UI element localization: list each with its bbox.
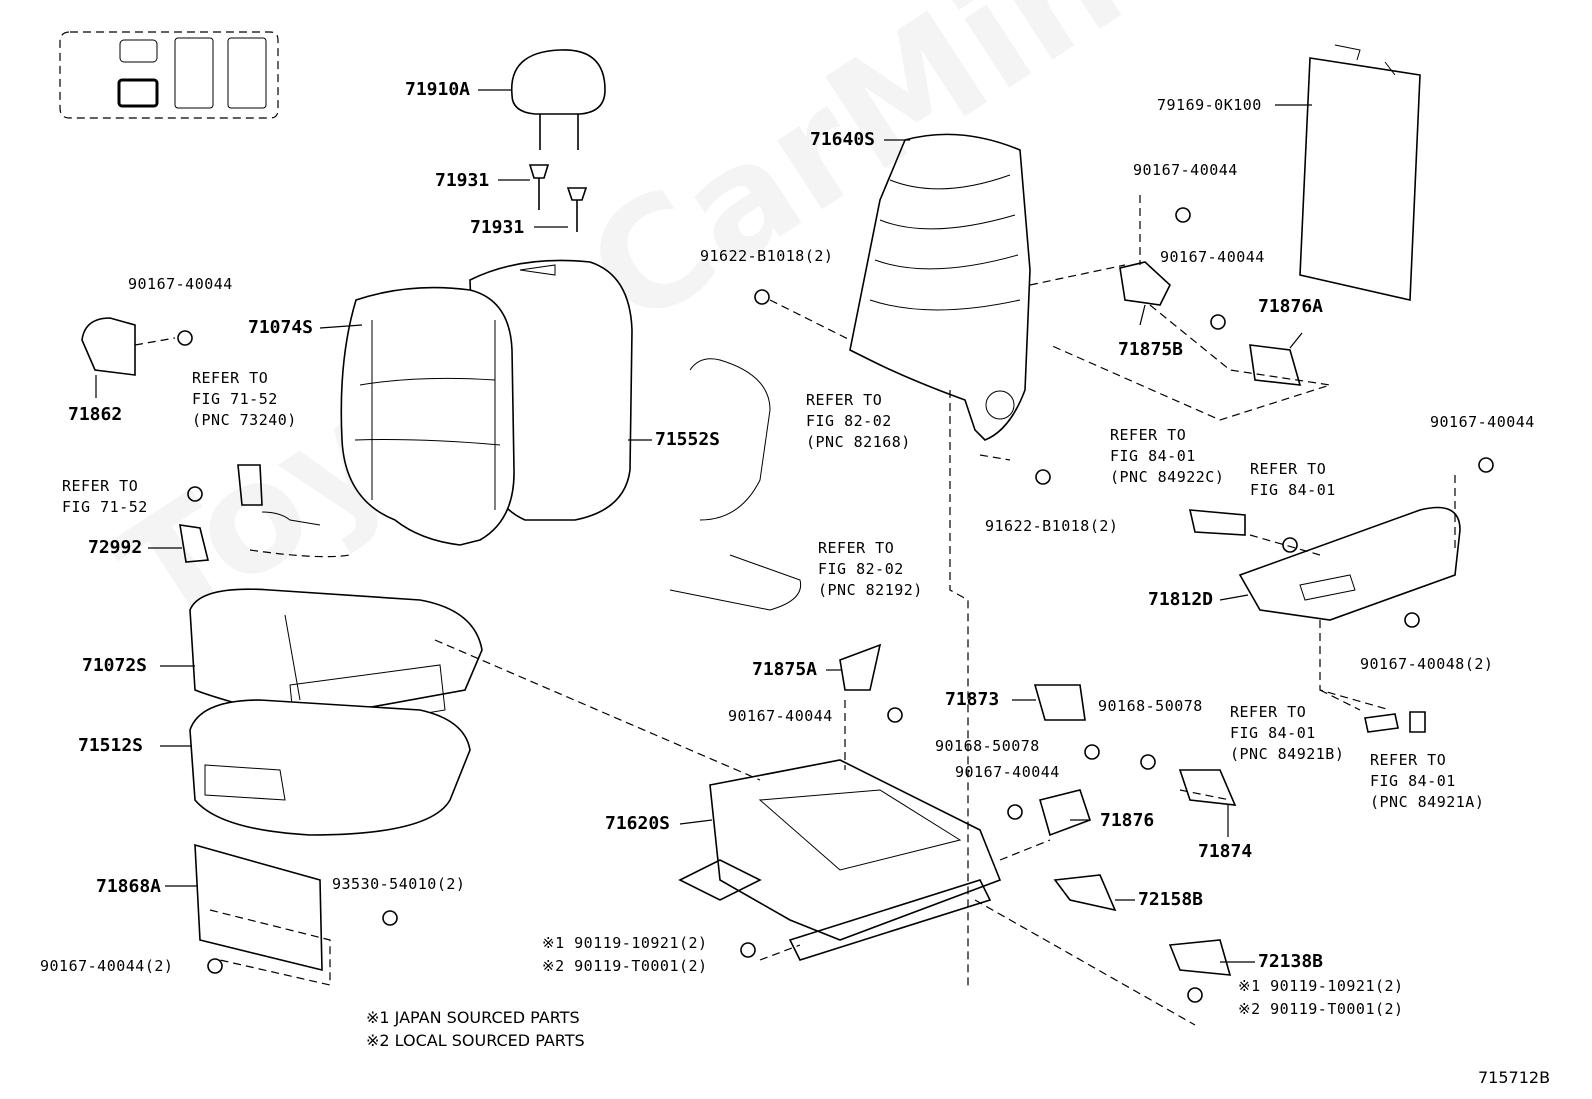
seat-adjuster[interactable] [678, 759, 1002, 961]
part-label-90167-40044-c[interactable]: 90167-40044 [128, 275, 233, 293]
part-label-71876[interactable]: 71876 [1100, 810, 1155, 831]
part-label-72158B[interactable]: 72158B [1138, 889, 1204, 910]
refer-note-fig82-02-pnc82168[interactable]: REFER TO FIG 82-02 (PNC 82168) [806, 392, 911, 450]
headrest[interactable] [510, 49, 606, 232]
part-label-71875A[interactable]: 71875A [752, 659, 818, 680]
footnote-japan-sourced: ※1 JAPAN SOURCED PARTS [366, 1008, 580, 1027]
refer-line: REFER TO [62, 477, 139, 495]
refer-line: REFER TO [192, 369, 269, 387]
part-label-71876A[interactable]: 71876A [1258, 296, 1324, 317]
refer-line: FIG 82-02 [818, 560, 904, 578]
part-label-90167-40044-b[interactable]: 90167-40044 [1160, 248, 1265, 266]
part-label-71812D[interactable]: 71812D [1148, 589, 1214, 610]
part-label-91622-B1018-a[interactable]: 91622-B1018(2) [700, 247, 834, 265]
refer-line: REFER TO [818, 539, 895, 557]
refer-line: FIG 71-52 [62, 498, 148, 516]
part-label-90119-T0001-b[interactable]: ※2 90119-T0001(2) [1238, 1000, 1404, 1018]
refer-line: REFER TO [1250, 460, 1327, 478]
refer-line: REFER TO [1370, 751, 1447, 769]
refer-line: REFER TO [806, 391, 883, 409]
refer-line: FIG 84-01 [1250, 481, 1336, 499]
part-label-71910A[interactable]: 71910A [405, 79, 471, 100]
seat-cushion-cover[interactable] [189, 588, 483, 736]
refer-line: REFER TO [1110, 426, 1187, 444]
refer-note-fig71-52[interactable]: REFER TO FIG 71-52 [62, 478, 148, 515]
assembly-lines [134, 195, 1456, 1026]
refer-line: (PNC 73240) [192, 411, 297, 429]
refer-line: (PNC 82192) [818, 581, 923, 599]
refer-line: REFER TO [1230, 703, 1307, 721]
wire-harnesses [261, 358, 802, 611]
part-label-90167-40044-g[interactable]: 90167-40044(2) [40, 957, 174, 975]
footnote-local-sourced: ※2 LOCAL SOURCED PARTS [366, 1031, 585, 1050]
refer-line: (PNC 84921B) [1230, 745, 1345, 763]
part-label-71620S[interactable]: 71620S [605, 813, 671, 834]
part-label-90119-10921-a[interactable]: ※1 90119-10921(2) [542, 934, 708, 952]
part-label-90167-40044-d[interactable]: 90167-40044 [1430, 413, 1535, 431]
part-label-71552S[interactable]: 71552S [655, 429, 721, 450]
refer-line: FIG 71-52 [192, 390, 278, 408]
part-label-71074S[interactable]: 71074S [248, 317, 314, 338]
fasteners [177, 207, 1494, 1003]
part-label-90167-40048[interactable]: 90167-40048(2) [1360, 655, 1494, 673]
part-label-90167-40044-a[interactable]: 90167-40044 [1133, 161, 1238, 179]
refer-line: FIG 84-01 [1110, 447, 1196, 465]
part-label-71640S[interactable]: 71640S [810, 129, 876, 150]
refer-line: FIG 82-02 [806, 412, 892, 430]
part-label-90168-50078-b[interactable]: 90168-50078 [935, 737, 1040, 755]
refer-line: FIG 84-01 [1370, 772, 1456, 790]
part-label-71862[interactable]: 71862 [68, 404, 123, 425]
refer-note-fig71-52-pnc73240[interactable]: REFER TO FIG 71-52 (PNC 73240) [192, 370, 297, 428]
refer-line: (PNC 84921A) [1370, 793, 1485, 811]
refer-note-fig84-01-pnc84922C[interactable]: REFER TO FIG 84-01 (PNC 84922C) [1110, 427, 1224, 485]
part-label-71875B[interactable]: 71875B [1118, 339, 1184, 360]
part-label-90168-50078-a[interactable]: 90168-50078 [1098, 697, 1203, 715]
part-label-71512S[interactable]: 71512S [78, 735, 144, 756]
part-label-91622-B1018-b[interactable]: 91622-B1018(2) [985, 517, 1119, 535]
seatback-cover[interactable] [340, 259, 633, 546]
seat-side-cover[interactable] [1238, 506, 1461, 621]
part-label-71873[interactable]: 71873 [945, 689, 1000, 710]
part-label-72992[interactable]: 72992 [88, 537, 143, 558]
refer-note-fig84-01-pnc84921A[interactable]: REFER TO FIG 84-01 (PNC 84921A) [1370, 752, 1484, 810]
refer-note-fig84-01-pnc84921B[interactable]: REFER TO FIG 84-01 (PNC 84921B) [1230, 704, 1344, 762]
seat-cushion-pad[interactable] [189, 699, 471, 836]
part-label-71931-upper[interactable]: 71931 [435, 170, 490, 191]
part-label-79169-0K100[interactable]: 79169-0K100 [1157, 96, 1262, 114]
index-thumbnail[interactable] [59, 31, 279, 119]
part-label-71874[interactable]: 71874 [1198, 841, 1253, 862]
refer-line: FIG 84-01 [1230, 724, 1316, 742]
part-label-72138B[interactable]: 72138B [1258, 951, 1324, 972]
leader-lines [95, 89, 1312, 963]
part-label-71931-lower[interactable]: 71931 [470, 217, 525, 238]
refer-note-fig82-02-pnc82192[interactable]: REFER TO FIG 82-02 (PNC 82192) [818, 540, 923, 598]
brackets[interactable] [81, 261, 1426, 976]
part-label-71072S[interactable]: 71072S [82, 655, 148, 676]
figure-id: 715712B [1478, 1068, 1551, 1087]
back-board[interactable] [1299, 44, 1421, 301]
part-label-90119-10921-b[interactable]: ※1 90119-10921(2) [1238, 977, 1404, 995]
refer-line: (PNC 82168) [806, 433, 911, 451]
refer-note-fig84-01[interactable]: REFER TO FIG 84-01 [1250, 461, 1336, 498]
part-label-90167-40044-e[interactable]: 90167-40044 [728, 707, 833, 725]
refer-line: (PNC 84922C) [1110, 468, 1225, 486]
part-label-71868A[interactable]: 71868A [96, 876, 162, 897]
seatback-frame[interactable] [849, 133, 1031, 441]
part-label-93530-54010[interactable]: 93530-54010(2) [332, 875, 466, 893]
part-label-90167-40044-f[interactable]: 90167-40044 [955, 763, 1060, 781]
part-label-90119-T0001-a[interactable]: ※2 90119-T0001(2) [542, 957, 708, 975]
